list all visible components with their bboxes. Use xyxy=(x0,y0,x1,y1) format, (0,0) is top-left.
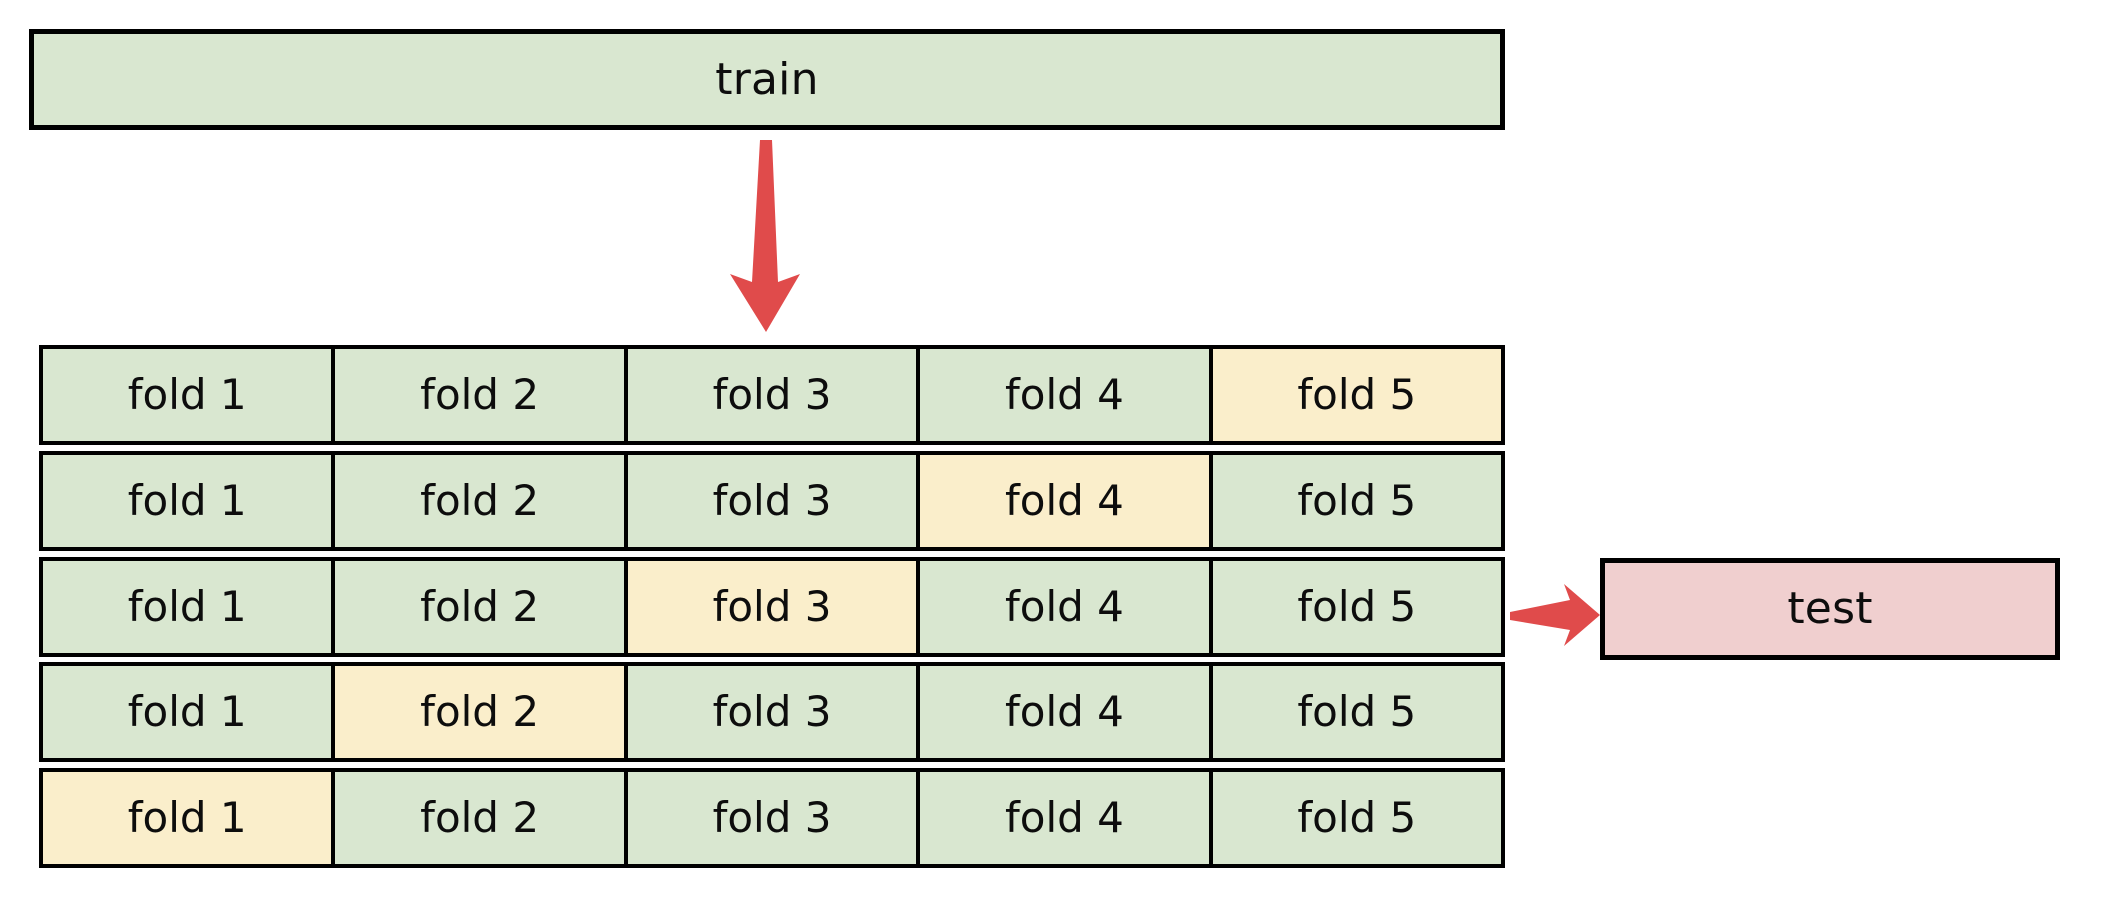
fold-cell-r2-c1[interactable]: fold 1 xyxy=(39,450,336,551)
fold-cell-r3-c1[interactable]: fold 1 xyxy=(39,556,336,657)
fold-cell-r1-c3[interactable]: fold 3 xyxy=(623,345,921,445)
test-box: test xyxy=(1600,558,2060,660)
fold-cell-r5-c2[interactable]: fold 2 xyxy=(331,768,628,868)
fold-cell-r4-c3[interactable]: fold 3 xyxy=(623,662,921,763)
fold-cell-r4-c2[interactable]: fold 2 xyxy=(331,662,628,763)
folds-to-test-arrow xyxy=(1510,584,1600,646)
fold-cell-r2-c2[interactable]: fold 2 xyxy=(331,450,628,551)
fold-cell-r2-c3[interactable]: fold 3 xyxy=(623,450,921,551)
fold-cell-r5-c3[interactable]: fold 3 xyxy=(623,768,921,868)
fold-cell-r4-c4[interactable]: fold 4 xyxy=(916,662,1213,763)
fold-cell-r1-c1[interactable]: fold 1 xyxy=(39,345,336,445)
train-to-folds-arrow xyxy=(730,140,800,332)
train-box: train xyxy=(29,29,1505,130)
fold-cell-r3-c2[interactable]: fold 2 xyxy=(331,556,628,657)
fold-cell-r5-c1[interactable]: fold 1 xyxy=(39,768,336,868)
fold-cell-r4-c5[interactable]: fold 5 xyxy=(1208,662,1506,763)
fold-cell-r1-c4[interactable]: fold 4 xyxy=(916,345,1213,445)
fold-cell-r1-c5[interactable]: fold 5 xyxy=(1208,345,1506,445)
fold-cell-r5-c5[interactable]: fold 5 xyxy=(1208,768,1506,868)
test-label: test xyxy=(1787,583,1873,634)
fold-cell-r1-c2[interactable]: fold 2 xyxy=(331,345,628,445)
fold-cell-r2-c5[interactable]: fold 5 xyxy=(1208,450,1506,551)
fold-cell-r2-c4[interactable]: fold 4 xyxy=(916,450,1213,551)
fold-cell-r3-c5[interactable]: fold 5 xyxy=(1208,556,1506,657)
fold-cell-r4-c1[interactable]: fold 1 xyxy=(39,662,336,763)
fold-cell-r3-c4[interactable]: fold 4 xyxy=(916,556,1213,657)
train-label: train xyxy=(715,53,819,105)
fold-cell-r5-c4[interactable]: fold 4 xyxy=(916,768,1213,868)
fold-cell-r3-c3[interactable]: fold 3 xyxy=(623,556,921,657)
